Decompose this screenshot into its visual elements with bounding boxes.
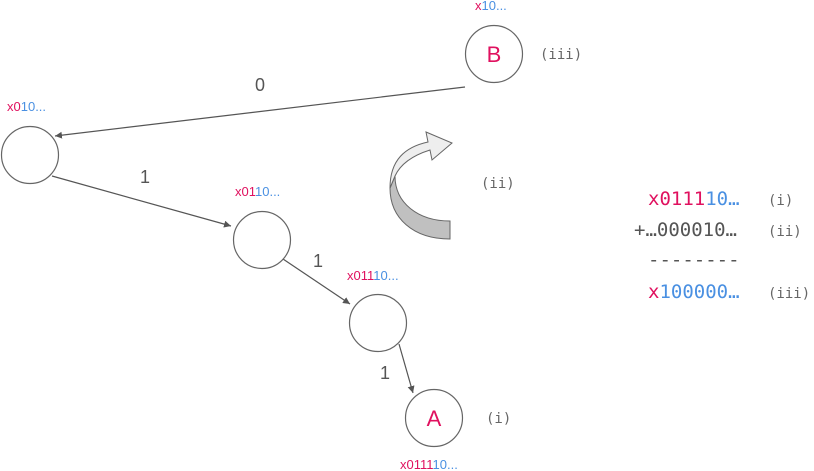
edge-n3-to-a bbox=[398, 343, 415, 394]
node-n3-prefix: x01110... bbox=[347, 268, 399, 283]
edge-label: 1 bbox=[313, 251, 323, 271]
sum-highlight: x0111 bbox=[648, 188, 705, 210]
node-n3 bbox=[348, 293, 408, 353]
node-n1 bbox=[0, 125, 60, 185]
sum-highlight: x bbox=[648, 281, 659, 303]
node-b bbox=[464, 24, 524, 84]
sum-row-2-tag: (ii) bbox=[768, 224, 802, 240]
sum-row-1: x011110… bbox=[648, 188, 740, 210]
prefix-highlight: x bbox=[475, 0, 482, 13]
prefix-tail: 10... bbox=[433, 457, 458, 471]
node-n2-prefix: x0110... bbox=[235, 184, 280, 199]
sum-row-3-tag: (iii) bbox=[768, 286, 810, 302]
sum-tail: 10… bbox=[705, 188, 739, 210]
node-n2 bbox=[232, 210, 292, 270]
curved-arrow-icon bbox=[389, 131, 453, 240]
prefix-highlight: x01 bbox=[235, 184, 256, 199]
prefix-tail: 10... bbox=[21, 99, 46, 114]
prefix-highlight: x011 bbox=[347, 268, 374, 283]
node-b-label: B bbox=[487, 42, 502, 67]
edge-n1-to-n2 bbox=[51, 175, 232, 228]
node-n1-prefix: x010... bbox=[7, 99, 46, 114]
sum-row-3: x100000… bbox=[648, 281, 740, 303]
binary-addition: x011110… (i) +…000010… (ii) -------- x10… bbox=[634, 188, 810, 303]
node-a-tag: (i) bbox=[486, 411, 511, 427]
prefix-highlight: x0 bbox=[7, 99, 21, 114]
edge-label: 0 bbox=[255, 75, 265, 95]
arrow-tag: (ii) bbox=[481, 176, 515, 192]
node-a-label: A bbox=[427, 406, 442, 431]
edge-b-to-n1 bbox=[54, 86, 466, 139]
edge-label: 1 bbox=[380, 363, 390, 383]
node-b-tag: (iii) bbox=[540, 47, 582, 63]
node-a-prefix: x011110... bbox=[400, 457, 458, 471]
node-b-prefix: x10... bbox=[475, 0, 507, 13]
edge-label: 1 bbox=[140, 167, 150, 187]
sum-tail: 100000… bbox=[659, 281, 739, 303]
prefix-highlight: x0111 bbox=[400, 457, 433, 471]
edge-n2-to-n3 bbox=[282, 258, 351, 305]
prefix-tail: 10... bbox=[482, 0, 507, 13]
sum-row-1-tag: (i) bbox=[768, 193, 793, 209]
sum-row-2: +…000010… bbox=[634, 219, 737, 241]
sum-rule: -------- bbox=[648, 249, 740, 271]
node-a bbox=[404, 388, 464, 448]
prefix-tail: 10... bbox=[373, 268, 398, 283]
prefix-tail: 10... bbox=[255, 184, 280, 199]
